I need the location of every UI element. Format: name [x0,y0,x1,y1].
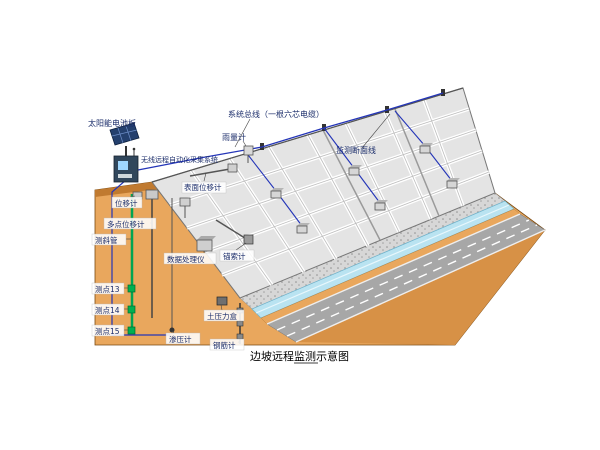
label-measure-point-13: 测点13 [95,285,120,294]
solar-station [109,122,140,183]
data-processor-box [196,239,213,252]
label-bg [181,181,227,194]
label-wireless-system: 无线远程自动化采集系统 [141,155,218,164]
diagram-caption: 边坡远程监测示意图 [250,349,349,363]
label-bg [203,309,245,322]
label-bg [103,217,157,230]
label-section-line: 监测断面线 [336,145,376,155]
earth-pressure-cell-body [216,296,228,306]
leader-line [171,330,175,334]
label-earth-pressure-cell: 土压力盒 [207,311,237,321]
piezometer-tip [169,327,175,333]
sensor-box-top [297,223,310,226]
topsoil-band [95,182,158,197]
label-anchor-cable-gauge: 锚索计 [223,251,246,261]
leader-line [361,113,391,149]
sensor-box-top [375,200,388,203]
road-edge-lines [266,213,546,343]
data-processor-top [197,236,216,240]
anchor-head-plate [243,234,254,245]
label-rain-gauge: 雨量计 [222,132,246,142]
surface-displacement-meter [179,163,238,218]
solar-panel-grid [111,125,138,144]
leader-lines [124,113,391,344]
sensor-on-pole [179,197,191,207]
label-system-bus: 系统总线（一根六芯电缆） [228,109,324,119]
label-bg [163,252,217,265]
rain-gauge [243,145,254,163]
system-bus-cable [137,92,444,171]
extensometer-wire [189,168,231,177]
label-data-processor: 数据处理仪 [167,254,205,264]
antenna-tip [132,147,136,151]
sensor-box [270,190,282,199]
slope-sensors [270,143,460,234]
label-measure-point-14: 测点14 [95,306,120,315]
caption-group: 边坡远程监测示意图 [250,349,349,364]
road-lane-markings [276,219,538,337]
leader-line [234,118,251,148]
leader-line [220,304,223,311]
crest-stake [441,89,445,96]
rebar-gauge-body [236,320,244,327]
sensor-box [374,202,386,211]
label-measure-point-15: 测点15 [95,327,120,336]
slope-toe-strips [239,192,546,343]
rain-gauge-body [243,145,254,156]
solar-panel [109,122,140,146]
label-bg [91,324,125,337]
label-inclinometer-tube: 测斜管 [95,235,118,245]
acquisition-box-panel [118,174,132,178]
sensor-box-top [349,165,362,168]
label-bg [91,233,127,246]
label-solar-panel: 太阳能电池板 [88,118,136,128]
sensor-box [348,167,360,176]
sensor-box-top [447,178,460,181]
measure-point-14-anchor [127,305,136,314]
measure-point-13-anchor [127,284,136,293]
sensor-box-top [420,143,433,146]
label-bg [91,282,125,295]
label-bg [91,303,125,316]
slope-crest-line [151,87,464,183]
sensor-box [446,180,458,189]
borehole-cable [111,179,170,336]
acquisition-box-screen [118,161,128,170]
label-bg [111,196,143,209]
label-rebar-gauge: 钢筋计 [213,340,236,350]
label-surface-displacement: 表面位移计 [184,182,222,192]
label-bg [219,249,255,262]
label-piezometer: 渗压计 [169,334,192,344]
grid-beam-joints [169,99,490,286]
label-displacement-meter: 位移计 [115,198,138,208]
anchor-cable [215,219,249,241]
label-multipoint-displacement: 多点位移计 [107,219,145,229]
leader-line [203,172,207,182]
extensometer-box [227,163,238,173]
label-bg [209,338,245,351]
labels: 太阳能电池板 系统总线（一根六芯电缆） 雨量计 监测断面线 无线远程自动化采集系… [88,109,376,351]
leader-line [235,242,247,251]
rebar-gauge-body [236,333,244,340]
sensor-box-top [271,188,284,191]
monitoring-section-lines [322,108,440,241]
slope-face [151,87,496,299]
sensor-box [419,145,431,154]
sensor-box [296,225,308,234]
measure-point-15-anchor [127,326,136,335]
label-bg [165,332,201,345]
multipoint-head-box [145,189,159,200]
channel-water-highlight [255,204,510,314]
leader-line [242,140,247,147]
